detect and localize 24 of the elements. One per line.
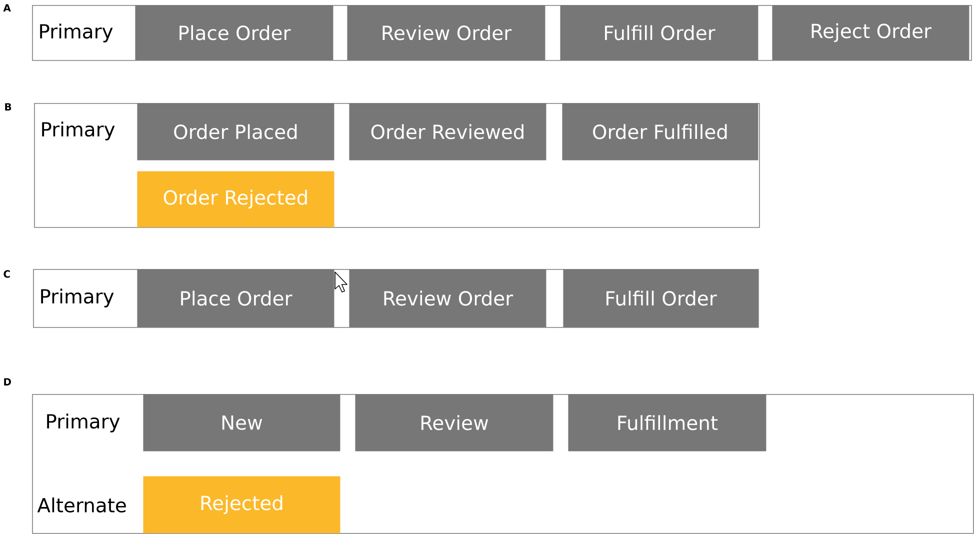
step-box: Order Placed [137, 103, 334, 160]
row-label: Primary [42, 122, 115, 140]
step-box: Order Reviewed [349, 103, 546, 160]
step-box: Order Fulfilled [562, 103, 758, 160]
step-box: Fulfill Order [563, 269, 758, 328]
step-box: Fulfill Order [560, 5, 758, 60]
step-box: Fulfillment [568, 394, 766, 452]
step-box: Review Order [347, 5, 546, 60]
step-box: Place Order [137, 269, 334, 328]
panel-letter: C [4, 270, 10, 278]
step-box: Review [355, 394, 554, 452]
step-box: Rejected [143, 476, 340, 534]
row-label: Alternate [37, 497, 126, 513]
step-box: Order Rejected [137, 171, 334, 228]
step-box: Place Order [135, 5, 334, 60]
step-box: Reject Order [772, 5, 970, 60]
panel-letter: B [5, 103, 12, 110]
panel-letter: D [4, 378, 11, 386]
step-box: Review Order [349, 269, 546, 328]
step-box: New [143, 394, 340, 452]
panel-letter: A [3, 4, 11, 12]
row-label: Primary [47, 414, 120, 432]
row-label: Primary [40, 24, 113, 42]
row-label: Primary [41, 288, 114, 308]
